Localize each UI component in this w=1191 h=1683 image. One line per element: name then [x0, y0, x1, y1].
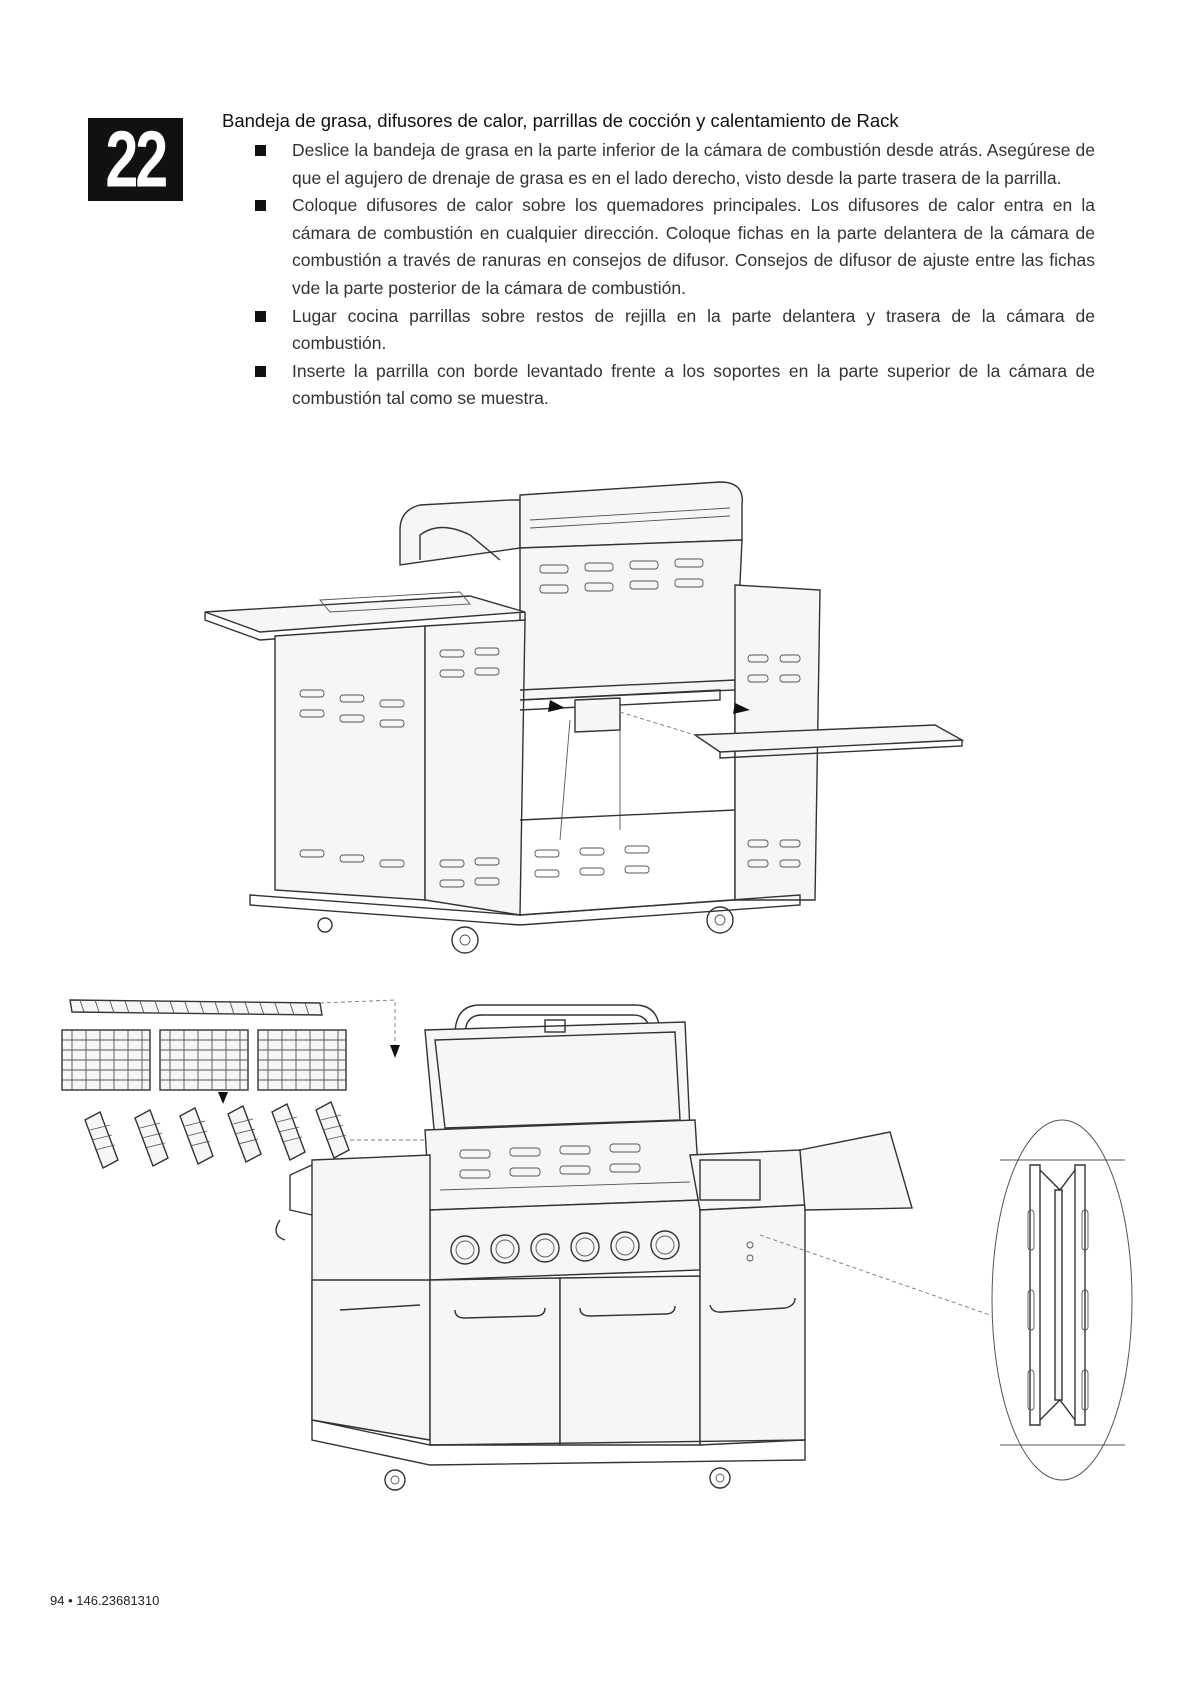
instruction-item: Lugar cocina parrillas sobre restos de r…	[255, 303, 1095, 358]
step-number: 22	[105, 114, 169, 205]
page-footer: 94 • 146.23681310	[50, 1593, 160, 1608]
exploded-parts-illustration	[61, 999, 485, 1169]
heat-diffuser	[84, 1101, 350, 1169]
control-knob	[450, 1230, 680, 1265]
section-title: Bandeja de grasa, difusores de calor, pa…	[222, 110, 899, 131]
instruction-text: Inserte la parrilla con borde levantado …	[292, 360, 1095, 409]
instruction-text: Deslice la bandeja de grasa en la parte …	[292, 140, 1095, 188]
cooking-grate	[159, 1029, 249, 1091]
instruction-item: Deslice la bandeja de grasa en la parte …	[255, 137, 1095, 192]
instruction-item: Inserte la parrilla con borde levantado …	[255, 358, 1095, 413]
grill-front-view-illustration	[275, 1004, 913, 1491]
square-bullet-icon	[255, 200, 266, 212]
cooking-grate	[257, 1029, 347, 1091]
instruction-item: Coloque difusores de calor sobre los que…	[255, 192, 1095, 302]
detail-callout-illustration	[759, 1119, 1133, 1481]
instruction-text: Coloque difusores de calor sobre los que…	[292, 195, 1095, 298]
square-bullet-icon	[255, 310, 266, 322]
square-bullet-icon	[255, 145, 266, 156]
instruction-list: Deslice la bandeja de grasa en la parte …	[255, 137, 1095, 413]
cooking-grate	[61, 1029, 151, 1091]
instruction-text: Lugar cocina parrillas sobre restos de r…	[292, 305, 1095, 354]
grill-rear-view-illustration	[204, 481, 965, 954]
square-bullet-icon	[255, 365, 266, 377]
step-number-badge: 22	[88, 115, 183, 204]
